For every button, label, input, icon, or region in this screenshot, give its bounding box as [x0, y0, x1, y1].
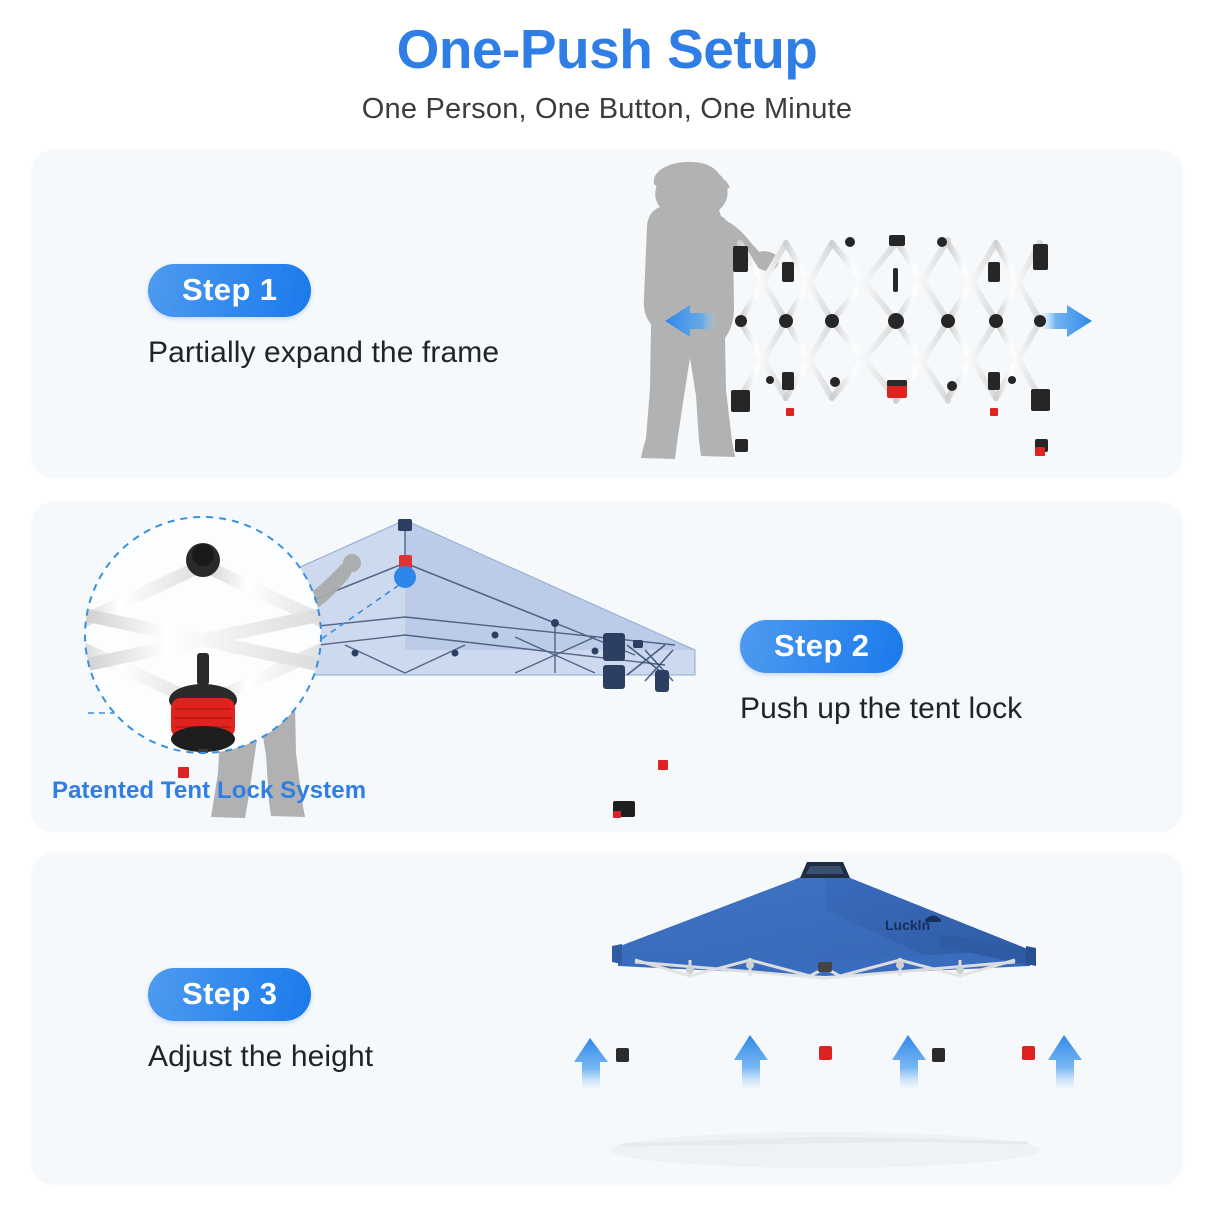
tent-lock-magnifier	[84, 516, 322, 754]
step-1-caption: Step 1 Partially expand the frame	[148, 264, 499, 370]
brand-logo: Luckln	[885, 915, 941, 933]
canopy-roof-graphic	[612, 868, 1036, 976]
step-1-badge: Step 1	[148, 264, 312, 318]
step-1-description: Partially expand the frame	[148, 336, 500, 370]
arrow-up-icon	[574, 1038, 608, 1090]
patented-tent-lock-caption: Patented Tent Lock System	[52, 777, 367, 804]
page-title: One-Push Setup	[396, 18, 818, 80]
foot-red-marker	[1035, 447, 1045, 456]
canopy-vent-cap	[800, 862, 850, 878]
step-1-illustration	[600, 158, 1100, 478]
arrow-right-icon	[1040, 305, 1092, 337]
step-3-badge: Step 3	[148, 968, 312, 1022]
arrow-up-icon-group	[574, 1035, 1082, 1090]
step-2-badge: Step 2	[740, 620, 904, 674]
step-2-description: Push up the tent lock	[740, 692, 1023, 726]
frame-joint-group	[731, 235, 1050, 452]
step-2-illustration	[55, 505, 755, 825]
person-silhouette-icon	[641, 161, 779, 459]
page-header: One-Push Setup One Person, One Button, O…	[0, 0, 1214, 126]
arrow-left-icon	[665, 305, 718, 337]
tent-lock-push-point-icon	[394, 566, 416, 588]
foot-red-marker	[990, 408, 998, 416]
arrow-up-icon	[892, 1035, 926, 1090]
foot-red-marker	[786, 408, 794, 416]
page-subtitle: One Person, One Button, One Minute	[361, 93, 853, 125]
tent-logo-icon	[925, 915, 941, 920]
brand-logo-text: Luckln	[885, 917, 930, 933]
leg-height-adjuster-group	[616, 1046, 1035, 1062]
step-2-caption: Step 2 Push up the tent lock	[740, 620, 1022, 726]
arrow-up-icon	[1048, 1035, 1082, 1090]
step-3-caption: Step 3 Adjust the height	[148, 968, 373, 1074]
tent-lock-red-part	[887, 380, 907, 398]
arrow-up-icon	[734, 1035, 768, 1090]
step-3-illustration: Luckln	[560, 850, 1090, 1190]
step-3-description: Adjust the height	[148, 1040, 374, 1074]
